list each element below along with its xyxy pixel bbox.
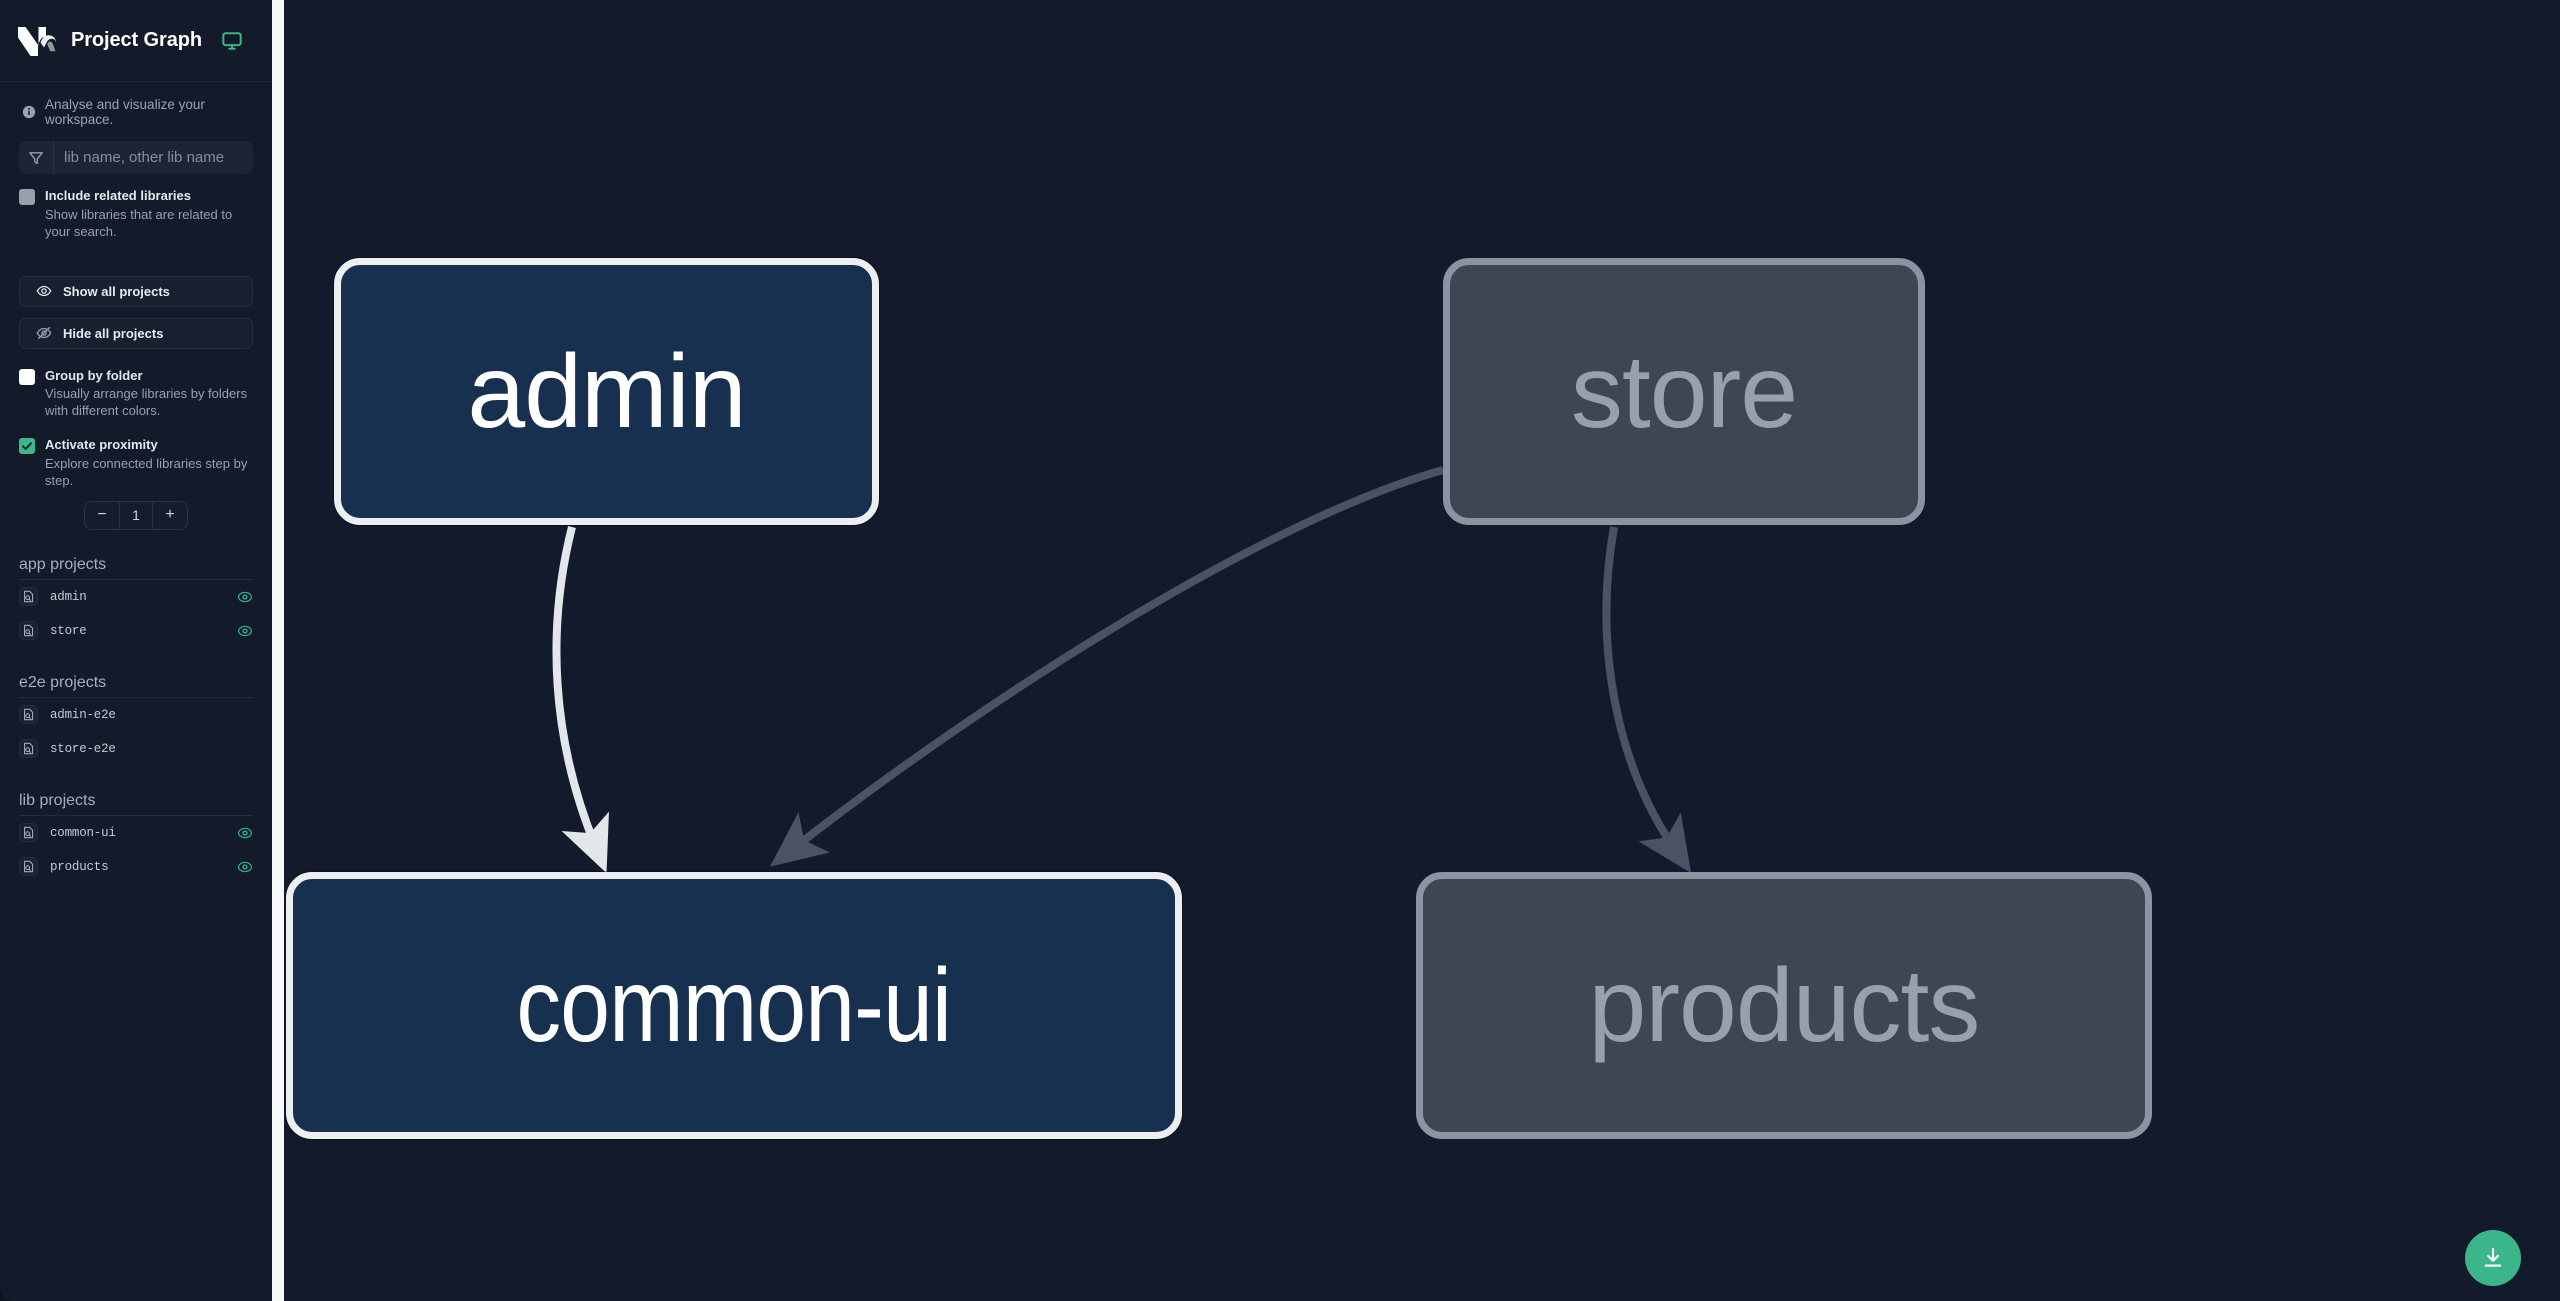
eye-open-icon[interactable] [237,589,253,605]
file-search-icon [19,739,38,759]
graph-node-label: common-ui [516,947,952,1064]
hide-all-projects-button[interactable]: Hide all projects [19,317,253,349]
proximity-stepper[interactable]: − 1 + [19,500,253,530]
eye-open-icon[interactable] [237,859,253,875]
show-all-projects-button[interactable]: Show all projects [19,275,253,307]
option-title: Include related libraries [45,188,191,203]
project-row-products[interactable]: products [19,850,253,884]
project-name: admin [50,589,87,604]
project-name: products [50,859,109,874]
tagline-text: Analyse and visualize your workspace. [45,97,205,127]
proximity-increment-button[interactable]: + [153,501,187,529]
eye-icon [36,286,52,297]
graph-edges [552,466,1692,874]
option-group-by-folder[interactable]: Group by folder Visually arrange librari… [19,367,253,421]
option-activate-proximity[interactable]: Activate proximity Explore connected lib… [19,436,253,490]
edge-store-to-products [1602,526,1692,874]
option-title: Group by folder [45,367,143,383]
option-description: Show libraries that are related to your … [45,206,233,239]
graph-canvas[interactable]: admin store common-ui products [284,0,2560,1301]
include-related-libraries-checkbox[interactable] [19,189,35,205]
group-heading-app-projects: app projects [19,556,253,580]
graph-node-common-ui[interactable]: common-ui [286,872,1182,1139]
option-include-related-libraries[interactable]: Include related libraries Show libraries… [19,187,253,241]
file-search-icon [19,823,38,843]
graph-node-admin[interactable]: admin [334,258,879,525]
project-row-admin-e2e[interactable]: admin-e2e [19,698,253,732]
project-name: common-ui [50,825,116,840]
page-title: Project Graph [71,29,202,51]
edge-store-to-common-ui [770,466,1445,867]
proximity-value: 1 [119,501,153,529]
sidebar-tagline: Analyse and visualize your workspace. [0,82,272,141]
search-input[interactable] [54,141,253,174]
project-row-store[interactable]: store [19,614,253,648]
show-all-projects-label: Show all projects [63,283,170,299]
option-description: Explore connected libraries step by step… [45,456,248,488]
edge-admin-to-common-ui [552,526,609,874]
activate-proximity-checkbox[interactable] [19,438,35,455]
file-search-icon [19,621,38,641]
sidebar-resize-divider[interactable] [272,0,284,1301]
project-name: admin-e2e [50,707,116,722]
proximity-decrement-button[interactable]: − [85,501,119,529]
project-row-store-e2e[interactable]: store-e2e [19,732,253,766]
file-search-icon [19,857,38,877]
project-name: store [50,623,87,638]
eye-open-icon[interactable] [237,825,253,841]
file-search-icon [19,587,38,607]
graph-node-store[interactable]: store [1443,258,1925,525]
graph-node-label: admin [467,333,746,450]
project-row-common-ui[interactable]: common-ui [19,816,253,850]
project-row-admin[interactable]: admin [19,580,253,614]
graph-node-label: products [1588,947,1981,1064]
search-box[interactable] [19,141,253,174]
download-icon [2484,1247,2502,1267]
graph-node-products[interactable]: products [1416,872,2152,1139]
option-description: Visually arrange libraries by folders wi… [45,386,248,419]
eye-open-icon[interactable] [237,623,253,639]
group-heading-e2e-projects: e2e projects [19,674,253,698]
sidebar: Project Graph Analyse and visualize your… [0,0,272,1301]
project-name: store-e2e [50,741,116,756]
download-graph-button[interactable] [2465,1230,2521,1286]
monitor-icon[interactable] [221,30,243,52]
sidebar-body: Include related libraries Show libraries… [0,141,272,884]
file-search-icon [19,705,38,725]
option-title: Activate proximity [45,437,158,453]
graph-node-label: store [1570,333,1798,450]
hide-all-projects-label: Hide all projects [63,325,164,341]
info-icon [22,105,36,119]
filter-funnel-icon[interactable] [19,141,54,174]
group-by-folder-checkbox[interactable] [19,368,35,385]
sidebar-header: Project Graph [0,0,272,82]
eye-off-icon [36,327,52,340]
checkmark-icon [22,442,32,451]
nx-logo-icon [18,26,56,56]
group-heading-lib-projects: lib projects [19,792,253,816]
